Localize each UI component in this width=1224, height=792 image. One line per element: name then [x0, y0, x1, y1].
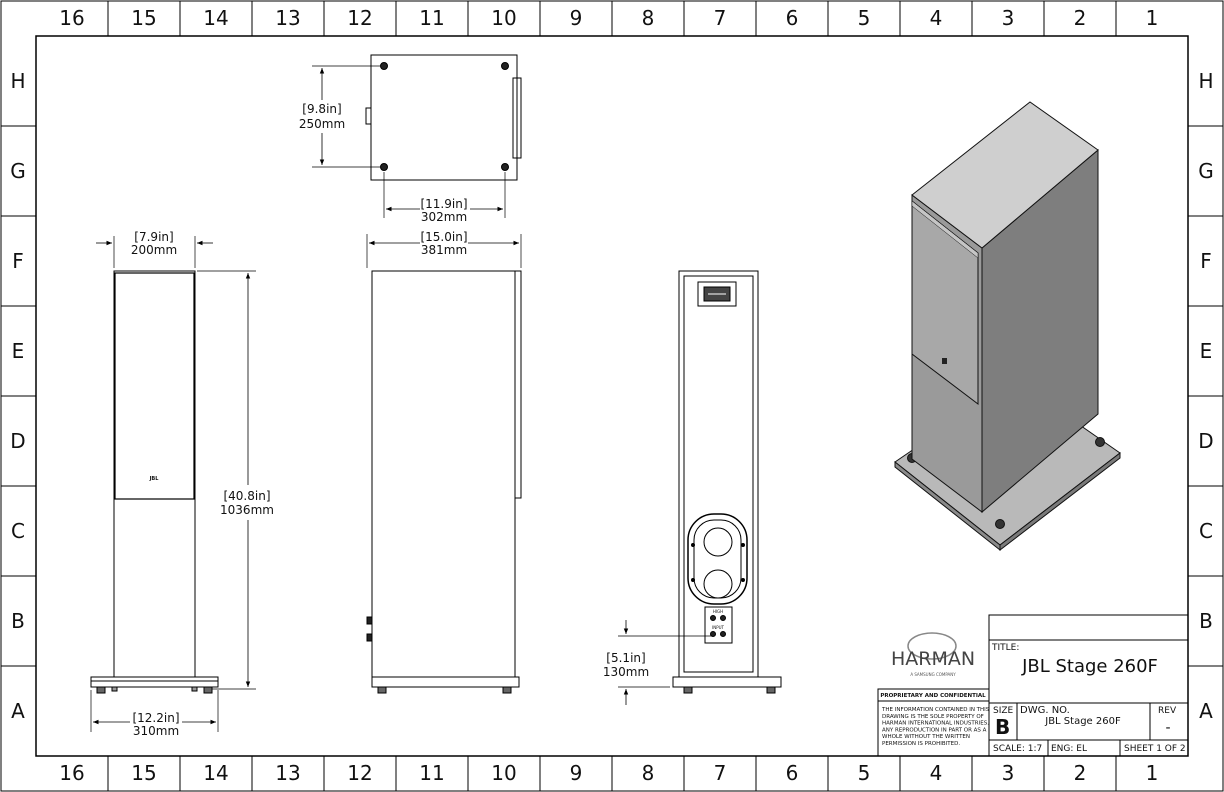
- size-value: B: [995, 715, 1010, 739]
- top-width-mm: 302mm: [421, 210, 467, 224]
- column-label-bottom: 16: [59, 761, 84, 785]
- column-label-bottom: 9: [570, 761, 583, 785]
- title-block: [877, 614, 1189, 757]
- rear-label-top: HIGH: [713, 609, 723, 614]
- column-label-top: 9: [570, 6, 583, 30]
- terminal-height-mm: 130mm: [603, 665, 649, 679]
- harman-logo-sub: A SAMSUNG COMPANY: [910, 672, 956, 677]
- drawing-title: JBL Stage 260F: [1021, 656, 1158, 677]
- column-label-top: 13: [275, 6, 300, 30]
- front-view: [90, 236, 256, 732]
- top-width-in: [11.9in]: [420, 197, 467, 211]
- column-labels-top: 16 15 14 13 12 11 10 9 8 7 6 5 4 3 2 1: [59, 6, 1158, 30]
- row-labels-left: H G F E D C B A: [10, 69, 26, 723]
- side-depth-in: [15.0in]: [420, 230, 467, 244]
- row-label-right: B: [1199, 609, 1213, 633]
- column-label-top: 4: [930, 6, 943, 30]
- engineer: ENG: EL: [1051, 744, 1087, 754]
- row-label-left: F: [12, 249, 24, 273]
- column-label-top: 12: [347, 6, 372, 30]
- column-label-top: 3: [1002, 6, 1015, 30]
- row-label-left: D: [10, 429, 25, 453]
- rev-label: REV: [1158, 706, 1177, 716]
- row-label-left: G: [10, 159, 26, 183]
- size-label: SIZE: [993, 706, 1014, 716]
- proprietary-text: THE INFORMATION CONTAINED IN THISDRAWING…: [881, 707, 990, 747]
- row-label-right: C: [1199, 519, 1213, 543]
- column-label-top: 6: [786, 6, 799, 30]
- isometric-view: [894, 101, 1121, 552]
- front-width-in: [7.9in]: [134, 230, 173, 244]
- column-label-bottom: 4: [930, 761, 943, 785]
- row-label-left: C: [11, 519, 25, 543]
- rear-label-bottom: INPUT: [712, 625, 725, 630]
- column-label-bottom: 6: [786, 761, 799, 785]
- scale: SCALE: 1:7: [993, 744, 1042, 754]
- column-label-bottom: 5: [858, 761, 871, 785]
- proprietary-line: ANY REPRODUCTION IN PART OR AS A: [882, 727, 987, 733]
- title-label: TITLE:: [991, 643, 1019, 653]
- dwg-label: DWG. NO.: [1020, 705, 1070, 716]
- row-label-left: A: [11, 699, 25, 723]
- row-labels-right: H G F E D C B A: [1198, 69, 1214, 723]
- row-label-right: D: [1198, 429, 1213, 453]
- column-label-top: 15: [131, 6, 156, 30]
- column-label-top: 16: [59, 6, 84, 30]
- row-label-left: H: [10, 69, 25, 93]
- height-mm: 1036mm: [220, 503, 274, 517]
- column-label-bottom: 1: [1146, 761, 1159, 785]
- row-label-left: E: [12, 339, 25, 363]
- row-label-right: G: [1198, 159, 1214, 183]
- row-label-right: H: [1198, 69, 1213, 93]
- column-label-top: 8: [642, 6, 655, 30]
- top-depth-in: [9.8in]: [302, 102, 341, 116]
- front-width-mm: 200mm: [131, 243, 177, 257]
- height-in: [40.8in]: [223, 489, 270, 503]
- column-label-top: 1: [1146, 6, 1159, 30]
- column-label-bottom: 2: [1074, 761, 1087, 785]
- side-depth-mm: 381mm: [421, 243, 467, 257]
- column-label-bottom: 15: [131, 761, 156, 785]
- column-label-bottom: 13: [275, 761, 300, 785]
- column-label-top: 14: [203, 6, 228, 30]
- front-logo: JBL: [149, 476, 160, 482]
- base-width-mm: 310mm: [133, 724, 179, 738]
- rear-view: [618, 270, 782, 705]
- dwg-number: JBL Stage 260F: [1044, 716, 1121, 727]
- column-label-top: 7: [714, 6, 727, 30]
- side-view: [366, 234, 522, 694]
- harman-logo: HARMAN: [891, 648, 975, 670]
- top-view: [312, 54, 522, 218]
- column-label-bottom: 14: [203, 761, 228, 785]
- proprietary-line: THE INFORMATION CONTAINED IN THIS: [881, 707, 990, 713]
- proprietary-line: PERMISSION IS PROHIBITED.: [882, 741, 960, 747]
- sheet-number: SHEET 1 OF 2: [1124, 744, 1186, 754]
- proprietary-heading: PROPRIETARY AND CONFIDENTIAL: [880, 693, 986, 699]
- column-label-top: 10: [491, 6, 516, 30]
- column-label-top: 2: [1074, 6, 1087, 30]
- column-label-bottom: 12: [347, 761, 372, 785]
- base-width-in: [12.2in]: [132, 711, 179, 725]
- top-depth-mm: 250mm: [299, 117, 345, 131]
- column-label-bottom: 10: [491, 761, 516, 785]
- row-label-right: A: [1199, 699, 1213, 723]
- row-label-right: F: [1200, 249, 1212, 273]
- column-label-bottom: 7: [714, 761, 727, 785]
- proprietary-line: HARMAN INTERNATIONAL INDUSTRIES.: [882, 721, 989, 727]
- column-label-top: 5: [858, 6, 871, 30]
- proprietary-line: WHOLE WITHOUT THE WRITTEN: [882, 734, 970, 740]
- terminal-height-in: [5.1in]: [606, 651, 645, 665]
- proprietary-line: DRAWING IS THE SOLE PROPERTY OF: [882, 714, 984, 720]
- column-label-bottom: 8: [642, 761, 655, 785]
- row-label-left: B: [11, 609, 25, 633]
- rev-value: -: [1165, 720, 1170, 736]
- column-label-top: 11: [419, 6, 444, 30]
- column-label-bottom: 11: [419, 761, 444, 785]
- column-labels-bottom: 16 15 14 13 12 11 10 9 8 7 6 5 4 3 2 1: [59, 761, 1158, 785]
- column-label-bottom: 3: [1002, 761, 1015, 785]
- row-label-right: E: [1200, 339, 1213, 363]
